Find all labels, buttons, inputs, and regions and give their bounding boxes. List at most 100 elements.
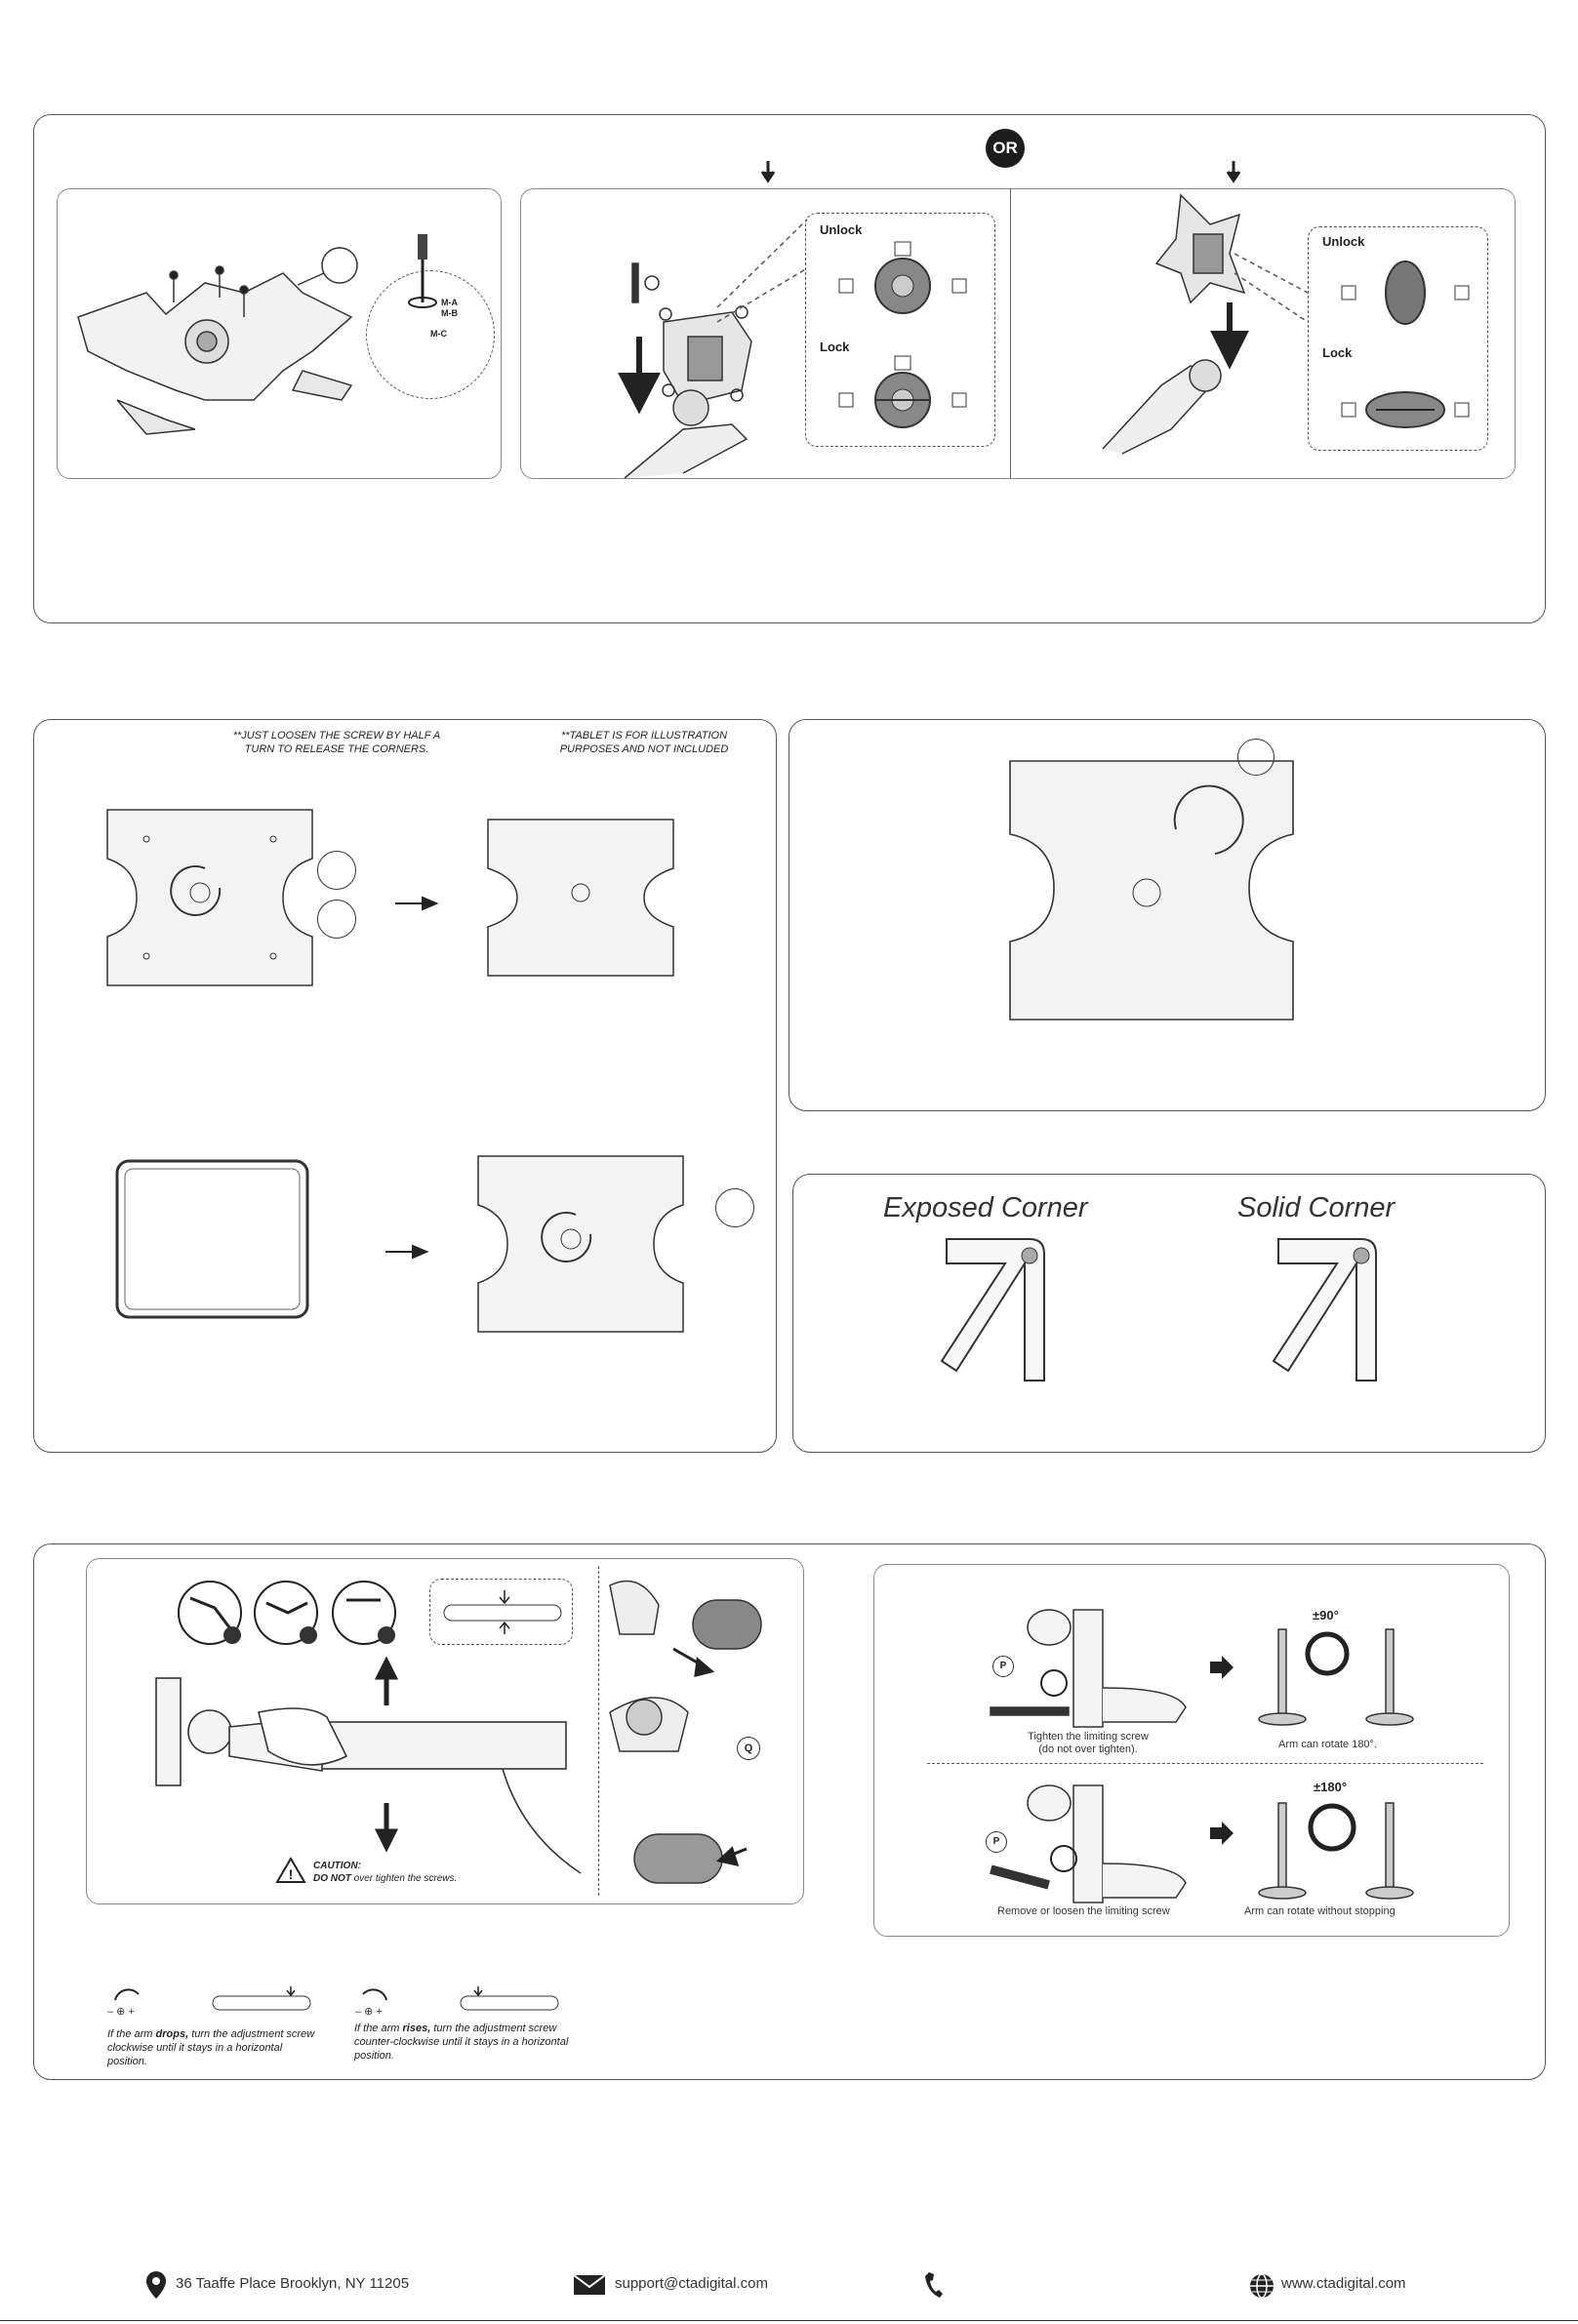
holder-locked-tablet: [477, 1155, 684, 1333]
lock-detail-box-b: [1308, 226, 1488, 451]
screw-label-mc: M-C: [430, 329, 447, 339]
arm-rises-text: If the arm rises, turn the adjustment sc…: [354, 2022, 588, 2063]
callout-p1: P: [992, 1656, 1014, 1677]
location-pin-icon: [146, 2271, 166, 2299]
caution-icon: !: [275, 1857, 306, 1883]
up-arrow-icon: [374, 1656, 399, 1705]
section-holder-detail: [789, 719, 1546, 1111]
holder-frame-open: [487, 819, 674, 977]
down-arrow-icon: [374, 1803, 399, 1853]
clockwise-adjust-icon: [114, 1986, 311, 2011]
lock-knob-icon: [838, 355, 967, 428]
drops-pre: If the arm: [107, 2028, 156, 2040]
bottom-rule: [0, 2320, 1578, 2321]
remove-screw-text: Remove or loosen the limiting screw: [997, 1905, 1170, 1917]
cap-removal-illustration: [609, 1580, 762, 1884]
phone-icon: [925, 2272, 943, 2298]
section-tablet-holder: [33, 719, 777, 1453]
screw-label-ma: M-A: [441, 298, 458, 307]
quick-release-illustration: [1102, 193, 1249, 455]
section-arm-tension: [33, 1543, 1546, 2080]
down-arrow-icon: [760, 161, 776, 183]
down-arrow-icon: [1226, 161, 1241, 183]
callout-circle: [715, 1188, 754, 1227]
holder-locked-large: [1009, 760, 1294, 1021]
lock-label-a: Lock: [820, 340, 850, 354]
svg-text:!: !: [289, 1866, 294, 1882]
rotate-90-illustration: [1258, 1628, 1414, 1726]
callout-q: Q: [737, 1737, 760, 1760]
callout-circle: [317, 851, 356, 890]
right-arrow-icon: [395, 896, 439, 911]
rotate-180-label: ±180°: [1314, 1780, 1348, 1794]
solid-corner-illustration: [1272, 1238, 1377, 1382]
caution-title: CAUTION:: [313, 1861, 361, 1871]
right-arrow-icon: [1210, 1656, 1234, 1679]
right-arrow-icon: [1210, 1822, 1234, 1845]
solid-corner-title: Solid Corner: [1237, 1192, 1396, 1223]
or-badge: OR: [986, 129, 1025, 168]
callout-circle: [1237, 739, 1275, 776]
arm-180-text: Arm can rotate 180°.: [1278, 1739, 1378, 1750]
exposed-corner-title: Exposed Corner: [883, 1192, 1088, 1223]
lock-label-b: Lock: [1322, 345, 1353, 360]
lock-options-panel: [520, 188, 1516, 479]
globe-icon: [1250, 2273, 1274, 2299]
tighten-screw-illustration: [990, 1609, 1187, 1728]
arm-tension-panel: [86, 1558, 804, 1904]
arm-position-icons: [178, 1581, 396, 1645]
callout-p2: P: [986, 1831, 1007, 1853]
adjust-minus-plus-2: – ⊕ +: [355, 2006, 383, 2018]
unlock-lever-icon: [1341, 260, 1470, 325]
holder-with-tablet: [115, 1159, 309, 1319]
note-tablet-illustration: **TABLET IS FOR ILLUSTRATION PURPOSES AN…: [559, 730, 729, 755]
section-vesa-mount: [33, 114, 1546, 623]
rises-post: turn the adjustment screw counter-clockw…: [354, 2023, 569, 2062]
lock-lever-icon: [1341, 391, 1470, 428]
drops-bold: drops,: [155, 2028, 189, 2040]
drops-post: turn the adjustment screw clockwise unti…: [107, 2028, 315, 2067]
arm-drops-text: If the arm drops, turn the adjustment sc…: [107, 2027, 317, 2068]
vesa-plate-illustration: [618, 262, 752, 479]
footer-email[interactable]: support@ctadigital.com: [615, 2275, 768, 2292]
rises-pre: If the arm: [354, 2023, 403, 2034]
section-corner-types: [792, 1174, 1546, 1453]
unlock-knob-icon: [838, 241, 967, 314]
divider-line: [598, 1566, 599, 1896]
bracket-exploded-illustration: [77, 247, 358, 435]
screw-label-mb: M-B: [441, 308, 458, 318]
tension-indicator-box: [429, 1579, 573, 1645]
caution-rest: over tighten the screws.: [350, 1873, 458, 1884]
caution-text: DO NOT over tighten the screws.: [313, 1873, 457, 1884]
caution-bold: DO NOT: [313, 1873, 351, 1884]
counterclockwise-adjust-icon: [362, 1986, 559, 2011]
right-arrow-icon: [385, 1244, 429, 1260]
unlock-label-a: Unlock: [820, 222, 863, 237]
note-loosen-screw: **JUST LOOSEN THE SCREW BY HALF A TURN T…: [232, 730, 441, 755]
callout-circle: [317, 900, 356, 939]
adjust-minus-plus-1: – ⊕ +: [107, 2006, 135, 2018]
footer-website[interactable]: www.ctadigital.com: [1281, 2275, 1406, 2292]
dashed-callout-lines: [1234, 253, 1309, 323]
divider-line: [1010, 188, 1011, 479]
footer-address: 36 Taaffe Place Brooklyn, NY 11205: [176, 2275, 410, 2292]
divider-line: [927, 1763, 1483, 1764]
rotate-90-label: ±90°: [1313, 1608, 1339, 1623]
rotation-limit-panel: [873, 1564, 1510, 1937]
rotate-free-illustration: [1258, 1802, 1414, 1900]
tighten-screw-text: Tighten the limiting screw (do not over …: [1028, 1731, 1149, 1755]
arm-with-hand-illustration: [155, 1677, 582, 1874]
tension-indicator: [443, 1590, 562, 1634]
lock-detail-box-a: [805, 213, 995, 447]
unlock-label-b: Unlock: [1322, 234, 1365, 249]
screw-detail-circle: [366, 270, 495, 399]
exposed-corner-illustration: [940, 1238, 1045, 1382]
envelope-icon: [573, 2274, 606, 2295]
rises-bold: rises,: [402, 2023, 431, 2034]
arm-free-text: Arm can rotate without stopping: [1244, 1905, 1396, 1917]
holder-frame-closed: [106, 809, 313, 986]
dashed-callout-lines: [716, 219, 808, 323]
bracket-assembly-panel: [57, 188, 502, 479]
screwdriver-icon: [408, 234, 437, 308]
remove-screw-illustration: [990, 1784, 1187, 1903]
